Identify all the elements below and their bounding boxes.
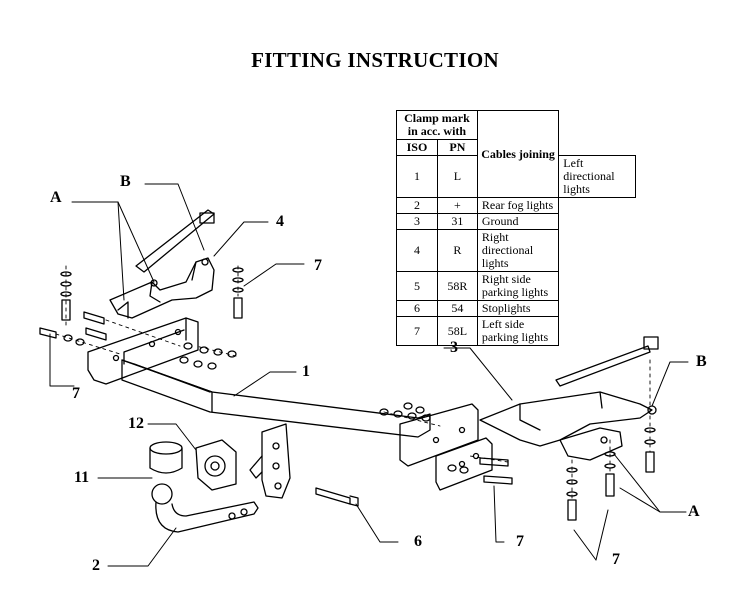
cell-iso: 6 <box>396 300 438 317</box>
tow-ball <box>151 483 259 533</box>
right-bracket <box>479 391 657 461</box>
cell-iso: 3 <box>396 213 438 230</box>
cell-pn: 58L <box>436 316 478 346</box>
header-clamp: Clamp mark in acc. with <box>396 110 478 140</box>
leader-lines <box>49 183 689 567</box>
callout-7-left: 7 <box>72 385 80 402</box>
table-row: 7 58L Left side parking lights <box>396 316 636 346</box>
callout-b-left: B <box>120 173 131 190</box>
header-cables: Cables joining <box>476 110 560 198</box>
table-row: 1 L Left directional lights <box>396 155 636 198</box>
cell-cable: Rear fog lights <box>476 197 560 214</box>
cell-pn: 31 <box>436 213 478 230</box>
callout-a-left: A <box>50 189 62 206</box>
cell-cable: Ground <box>476 213 560 230</box>
cell-iso: 5 <box>396 271 438 301</box>
cell-iso: 1 <box>396 155 438 198</box>
cell-pn: 54 <box>436 300 478 317</box>
left-bracket <box>87 317 199 385</box>
table-row: 3 31 Ground <box>396 213 636 230</box>
header-pn: PN <box>436 139 478 156</box>
table-row: 2 + Rear fog lights <box>396 197 636 214</box>
callout-labels: A B 4 7 7 1 3 B 12 11 2 6 7 A 7 <box>50 173 707 574</box>
wiring-table: Clamp mark in acc. with Cables joining I… <box>396 110 636 346</box>
callout-7-mid: 7 <box>516 533 524 550</box>
hitch-mount <box>249 423 291 499</box>
electrical-socket <box>195 439 237 491</box>
ball-cover <box>149 441 183 474</box>
table-row: 4 R Right directional lights <box>396 229 636 272</box>
callout-6: 6 <box>414 533 422 550</box>
callout-3: 3 <box>450 339 458 356</box>
callout-1: 1 <box>302 363 310 380</box>
cell-pn: + <box>436 197 478 214</box>
table-header-row: Clamp mark in acc. with Cables joining <box>396 110 636 198</box>
right-plates <box>399 403 493 491</box>
strap-b-left <box>135 209 215 273</box>
callout-a-right: A <box>688 503 700 520</box>
cell-iso: 4 <box>396 229 438 272</box>
table-row: 6 54 Stoplights <box>396 300 636 317</box>
cell-pn: L <box>436 155 478 198</box>
cell-cable: Stoplights <box>476 300 560 317</box>
cell-pn: R <box>436 229 478 272</box>
callout-2: 2 <box>92 557 100 574</box>
cell-pn: 58R <box>436 271 478 301</box>
callout-12: 12 <box>128 415 144 432</box>
header-iso: ISO <box>396 139 438 156</box>
cell-cable: Right side parking lights <box>476 271 560 301</box>
callout-4: 4 <box>276 213 284 230</box>
cell-iso: 7 <box>396 316 438 346</box>
cell-cable: Left directional lights <box>558 155 636 198</box>
callout-7-bottom: 7 <box>612 551 620 568</box>
cell-iso: 2 <box>396 197 438 214</box>
strap-b-right <box>555 336 659 387</box>
callout-11: 11 <box>74 469 89 486</box>
callout-7-top: 7 <box>314 257 322 274</box>
cell-cable: Right directional lights <box>476 229 560 272</box>
table-row: 5 58R Right side parking lights <box>396 271 636 301</box>
assembly-guides <box>55 265 651 501</box>
page-title: FITTING INSTRUCTION <box>251 48 499 72</box>
cell-cable: Left side parking lights <box>476 316 560 346</box>
fastener-stacks <box>39 267 656 521</box>
upper-left-clamp <box>109 257 215 319</box>
callout-b-right: B <box>696 353 707 370</box>
